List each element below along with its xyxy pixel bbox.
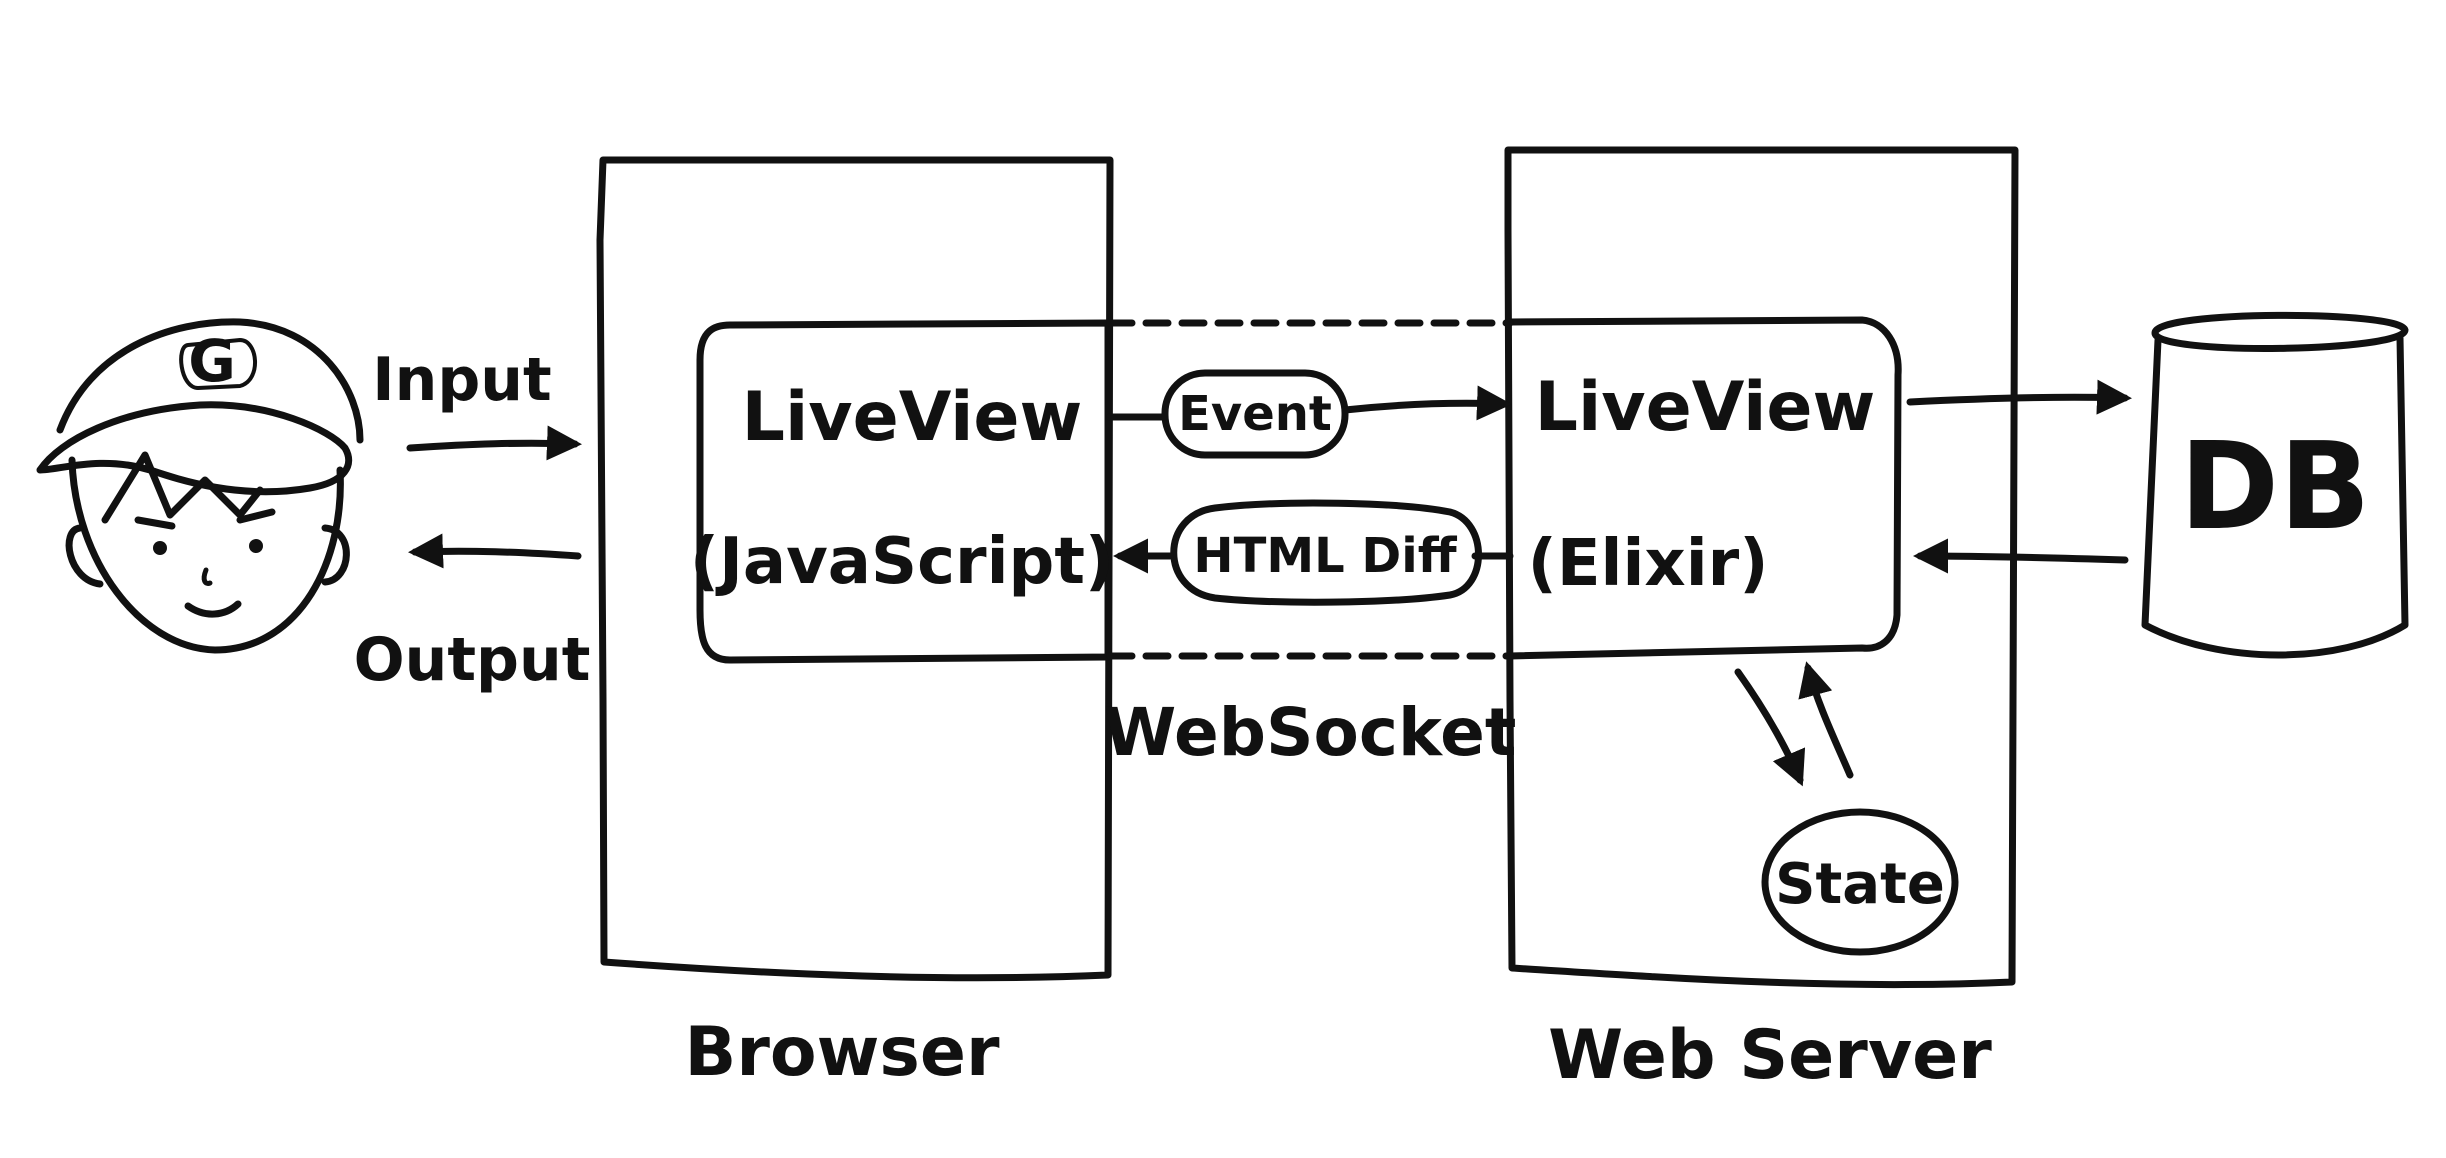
user-mouth bbox=[184, 600, 242, 618]
event-arrow bbox=[1341, 385, 1512, 421]
output-label: Output bbox=[354, 625, 591, 695]
cap-brim bbox=[36, 401, 353, 496]
server-elixir-label: (Elixir) bbox=[1528, 527, 1769, 601]
server-liveview-label: LiveView bbox=[1535, 368, 1876, 447]
db-to-liveview-arrow bbox=[1913, 538, 2129, 574]
input-arrow bbox=[406, 425, 582, 461]
cap-emblem bbox=[179, 338, 257, 390]
user-ear-left bbox=[65, 524, 104, 588]
user-ear-right bbox=[321, 524, 350, 586]
liveview-to-db-arrow bbox=[1906, 379, 2132, 415]
user-eyebrow-right bbox=[236, 508, 276, 524]
user-icon bbox=[36, 318, 364, 654]
db-top bbox=[2151, 311, 2409, 352]
user-eyebrow-left bbox=[134, 516, 176, 530]
state-ellipse bbox=[1761, 808, 1959, 956]
state-label: State bbox=[1775, 852, 1945, 917]
user-eye-left bbox=[153, 541, 167, 555]
browser-liveview-box bbox=[696, 319, 1112, 664]
cap-letter: G bbox=[188, 327, 236, 395]
db-label: DB bbox=[2179, 418, 2370, 557]
server-liveview-box bbox=[1506, 316, 1902, 660]
browser-liveview-label: LiveView bbox=[742, 378, 1083, 457]
web-server-frame bbox=[1504, 146, 2019, 989]
websocket-label: WebSocket bbox=[1104, 694, 1517, 771]
browser-frame bbox=[596, 156, 1114, 982]
user-face-outline bbox=[68, 456, 344, 654]
state-to-liveview-arrow bbox=[1798, 661, 1854, 779]
web-server-title: Web Server bbox=[1548, 1016, 1992, 1095]
event-pill bbox=[1161, 369, 1349, 459]
liveview-to-state-arrow bbox=[1734, 668, 1806, 787]
browser-javascript-label: (JavaScript) bbox=[690, 525, 1114, 599]
htmldiff-label: HTML Diff bbox=[1193, 528, 1457, 584]
user-eye-right bbox=[249, 539, 263, 553]
htmldiff-pill bbox=[1170, 499, 1482, 606]
cap-dome bbox=[56, 318, 364, 444]
output-arrow bbox=[408, 533, 582, 569]
db-body bbox=[2141, 334, 2409, 659]
event-label: Event bbox=[1178, 386, 1332, 442]
user-hair bbox=[101, 451, 264, 524]
user-nose bbox=[201, 567, 213, 586]
database-icon bbox=[2141, 311, 2409, 659]
browser-title: Browser bbox=[684, 1013, 999, 1092]
input-label: Input bbox=[372, 345, 551, 415]
